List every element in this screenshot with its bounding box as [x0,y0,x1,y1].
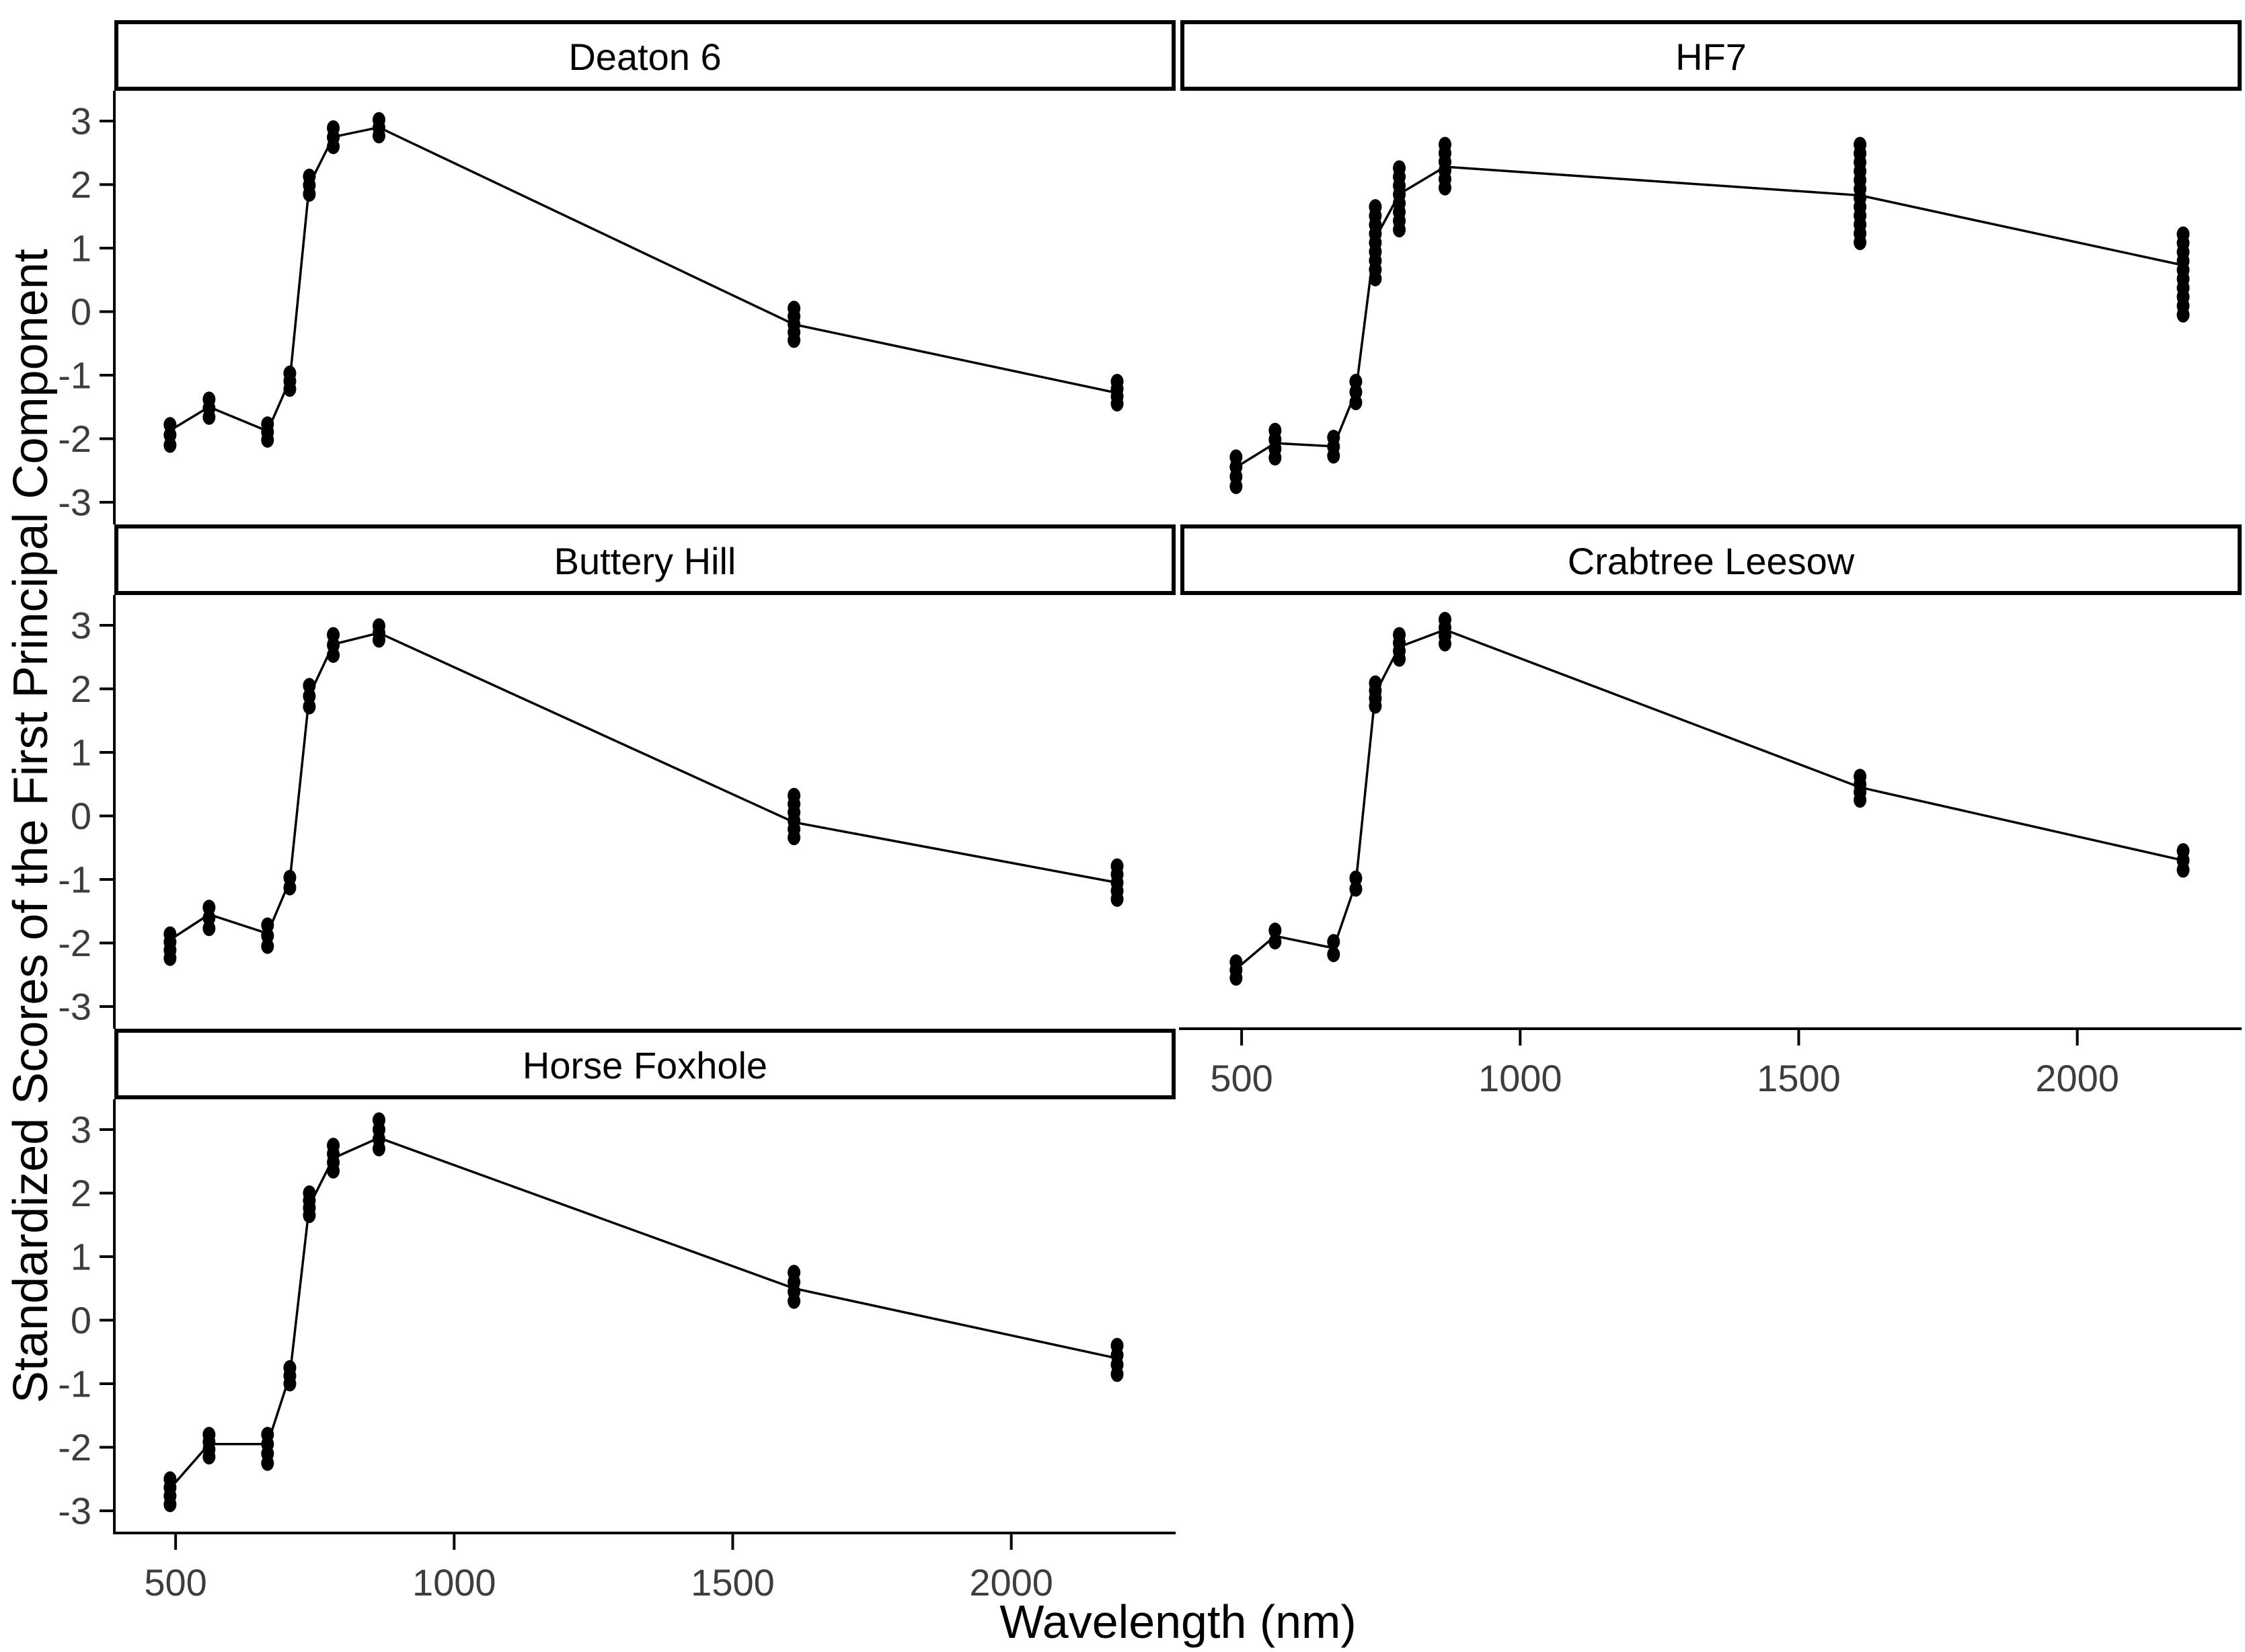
data-point [788,830,801,846]
data-point [1393,222,1406,238]
x-tick-label: 500 [1210,1057,1272,1099]
x-tick-label: 1000 [1478,1057,1562,1099]
facet-strip [114,1029,1176,1099]
y-tick-label: -1 [58,1363,91,1405]
y-tick-label: 3 [71,604,91,647]
data-point [303,1208,316,1224]
data-point [283,1376,297,1392]
y-tick-label: -2 [58,1426,91,1468]
data-point [283,879,297,896]
data-point [327,139,340,155]
y-tick-label: 2 [71,668,91,710]
y-tick-label: -3 [58,481,91,524]
facet-strip [1180,524,2242,595]
strip-title: HF7 [1675,36,1747,78]
x-tick-label: 2000 [2035,1057,2119,1099]
facet-strip [1180,20,2242,91]
data-point [1349,881,1363,897]
x-tick-label: 500 [144,1561,206,1604]
data-point [1327,934,1340,950]
data-point [261,1455,274,1471]
data-point [1268,922,1282,939]
y-tick-label: 0 [71,795,91,837]
facet-strip [114,20,1176,91]
data-point [1110,891,1124,907]
data-point [788,1293,801,1309]
y-tick-label: 3 [71,1109,91,1151]
data-point [372,1140,385,1156]
y-tick-label: -1 [58,354,91,397]
x-tick-label: 1500 [691,1561,775,1604]
x-tick-label: 1500 [1757,1057,1841,1099]
data-point [1268,934,1282,950]
data-point [1110,396,1124,412]
strip-title: Crabtree Leesow [1568,540,1855,582]
strip-title: Horse Foxhole [523,1044,767,1087]
data-point [1438,635,1451,652]
data-point [261,432,274,448]
data-point [1229,970,1243,986]
data-point [1393,651,1406,667]
data-point [1327,947,1340,963]
y-axis-title: Standardized Scores of the First Princip… [4,249,58,1403]
x-tick-label: 1000 [412,1561,496,1604]
data-point [163,1497,177,1513]
strip-title: Buttery Hill [554,540,736,582]
data-point [1229,478,1243,494]
x-axis-title: Wavelength (nm) [999,1596,1357,1648]
y-tick-label: -3 [58,986,91,1028]
data-point [1327,448,1340,464]
y-tick-label: 1 [71,1236,91,1278]
data-point [2176,307,2190,323]
data-point [327,1163,340,1179]
y-tick-label: 3 [71,100,91,143]
y-tick-label: 2 [71,1172,91,1214]
data-point [372,128,385,144]
data-point [202,1449,216,1465]
x-tick-label: 2000 [969,1561,1053,1604]
data-point [163,950,177,966]
data-point [1854,234,1867,250]
y-tick-label: 0 [71,290,91,333]
y-tick-label: -1 [58,859,91,901]
data-point [163,437,177,453]
y-tick-label: -3 [58,1490,91,1532]
data-point [1854,792,1867,808]
data-point [1349,395,1363,411]
y-tick-label: 0 [71,1299,91,1341]
data-point [1438,180,1451,196]
data-point [1369,698,1382,714]
data-point [1268,450,1282,466]
data-point [372,632,385,648]
y-tick-label: 2 [71,163,91,206]
y-tick-label: -2 [58,922,91,964]
data-point [303,699,316,715]
data-point [303,186,316,202]
data-point [1110,1366,1124,1382]
y-tick-label: 1 [71,732,91,774]
facet-strip [114,524,1176,595]
data-point [1349,870,1363,886]
data-point [261,938,274,954]
data-point [1369,270,1382,286]
data-point [788,332,801,348]
y-tick-label: -2 [58,418,91,460]
data-point [327,647,340,663]
data-point [2176,862,2190,878]
data-point [202,920,216,937]
data-point [283,381,297,397]
data-point [202,409,216,425]
strip-title: Deaton 6 [568,36,721,78]
y-tick-label: 1 [71,227,91,270]
